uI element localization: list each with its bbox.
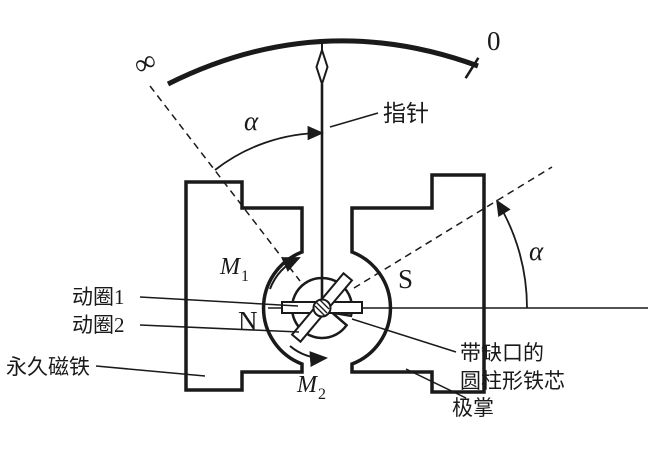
alpha-label-right: α bbox=[529, 236, 544, 266]
coil1-label: 动圈1 bbox=[72, 285, 125, 309]
infinity-direction-dashed-line bbox=[149, 85, 301, 282]
pointer-label: 指针 bbox=[383, 101, 429, 126]
south-pole-label: S bbox=[398, 264, 413, 294]
scale-zero-label: 0 bbox=[487, 26, 501, 56]
leader-coil1 bbox=[139, 296, 299, 307]
pivot bbox=[312, 298, 332, 318]
alpha-label-left: α bbox=[244, 106, 259, 136]
torque-m1-subscript: 1 bbox=[241, 268, 249, 285]
leader-permanent-magnet bbox=[95, 365, 206, 377]
torque-m2-subscript: 2 bbox=[318, 386, 326, 403]
coil2-label: 动圈2 bbox=[72, 313, 125, 337]
permanent-magnet-left-pole bbox=[184, 180, 304, 392]
permanent-magnet-label: 永久磁铁 bbox=[6, 355, 90, 379]
alpha-angle-arc-right bbox=[496, 199, 528, 309]
scale-end-tick bbox=[464, 57, 480, 79]
torque-arrow-m1 bbox=[269, 257, 301, 290]
torque-m2-label: M bbox=[296, 372, 319, 398]
leader-pole-shoe bbox=[405, 368, 467, 399]
torque-arrow-m2 bbox=[289, 345, 328, 368]
leader-pointer bbox=[329, 112, 379, 128]
deflection-direction-dashed-line bbox=[353, 166, 553, 289]
notched-core-label-line2: 圆柱形铁芯 bbox=[460, 369, 565, 393]
scale-infinity-label: ∞ bbox=[128, 44, 161, 83]
alpha-angle-arc-left bbox=[214, 125, 324, 171]
pointer-needle bbox=[315, 40, 329, 306]
leader-coil2 bbox=[139, 324, 300, 333]
notched-core-label-line1: 带缺口的 bbox=[460, 341, 544, 365]
leader-notched-core bbox=[351, 318, 457, 353]
north-pole-label: N bbox=[238, 306, 258, 336]
needle-counterweight-diamond bbox=[315, 46, 329, 88]
torque-m1-label: M bbox=[219, 254, 242, 280]
pole-shoe-label: 极掌 bbox=[452, 396, 494, 420]
